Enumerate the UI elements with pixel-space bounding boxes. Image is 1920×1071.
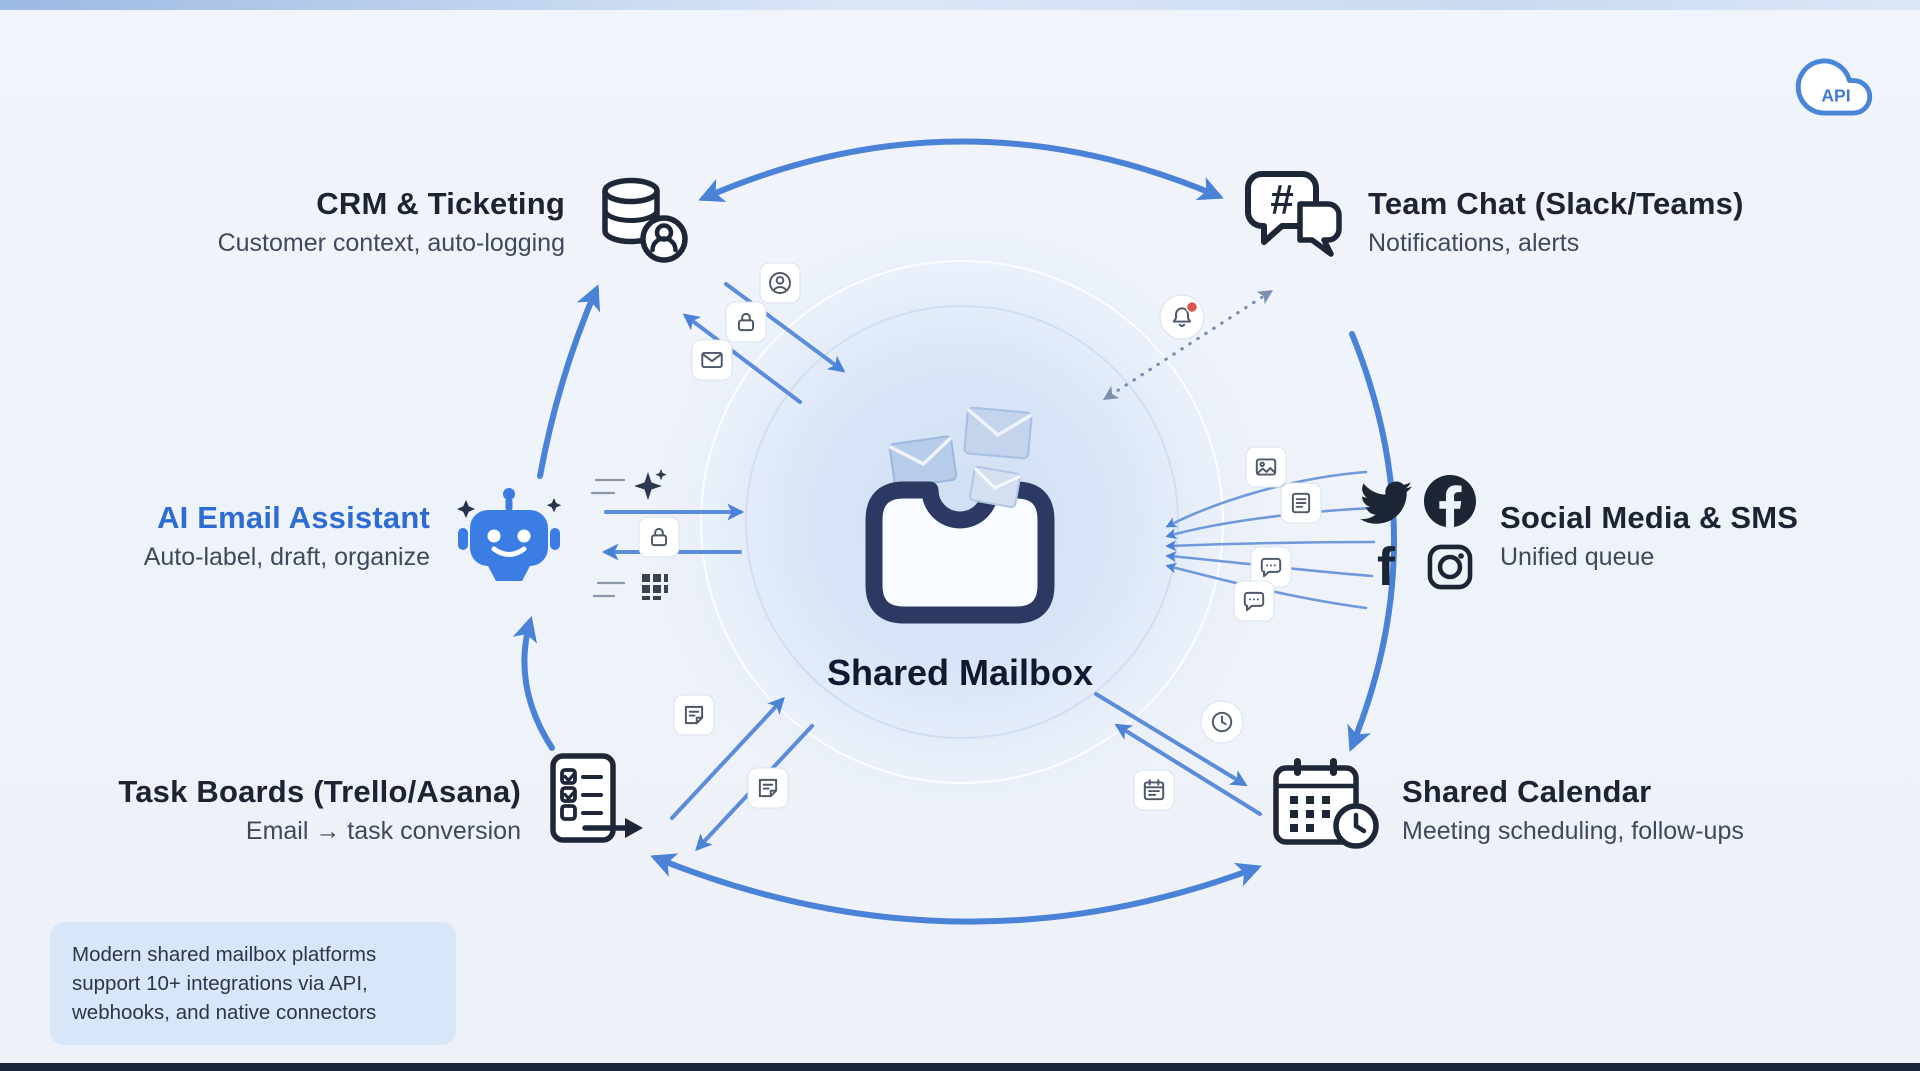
node-calendar: Shared Calendar Meeting scheduling, foll… xyxy=(1402,774,1744,846)
arc-left-upper xyxy=(537,284,601,479)
list-chip-icon xyxy=(1280,482,1322,524)
ai-assistant-subtitle: Auto-label, draft, organize xyxy=(143,543,430,571)
cloud-icon: API xyxy=(1795,58,1873,116)
calendar-title: Shared Calendar xyxy=(1402,774,1652,809)
task-boards-subtitle: Email → task conversion xyxy=(245,817,521,845)
footnote-line-1: Modern shared mailbox platforms xyxy=(72,943,377,966)
ai-assistant-title: AI Email Assistant xyxy=(157,500,430,535)
team-chat-icon: # xyxy=(1238,168,1350,277)
hash-glyph: # xyxy=(1270,176,1293,223)
crm-subtitle: Customer context, auto-logging xyxy=(217,229,565,257)
crm-title: CRM & Ticketing xyxy=(316,186,565,221)
footnote-line-3: webhooks, and native connectors xyxy=(72,1001,377,1025)
facebook-f-icon: f xyxy=(1377,537,1395,597)
center-node-label: Shared Mailbox xyxy=(826,652,1094,693)
calendar-subtitle: Meeting scheduling, follow-ups xyxy=(1402,817,1744,845)
arc-left-lower xyxy=(512,615,555,751)
footnote: Modern shared mailbox platforms support … xyxy=(50,922,456,1046)
social-title: Social Media & SMS xyxy=(1500,500,1799,535)
api-cloud-badge: API xyxy=(1780,48,1888,126)
facebook-circle-icon xyxy=(1424,475,1476,527)
twitter-icon xyxy=(1360,481,1412,524)
footnote-line-2: support 10+ integrations via API, xyxy=(72,972,368,996)
calendar-chip-icon xyxy=(1133,769,1175,811)
team-chat-title: Team Chat (Slack/Teams) xyxy=(1368,186,1744,221)
social-icons-grid: f xyxy=(1356,470,1480,598)
bottom-accent-strip xyxy=(0,1063,1920,1071)
team-chat-subtitle: Notifications, alerts xyxy=(1368,229,1580,257)
node-task-boards: Task Boards (Trello/Asana) Email → task … xyxy=(118,774,521,846)
speed-lines xyxy=(590,478,626,598)
arc-top xyxy=(698,138,1224,202)
instagram-icon xyxy=(1427,544,1473,590)
arc-bottom xyxy=(650,853,1262,925)
node-crm: CRM & Ticketing Customer context, auto-l… xyxy=(218,186,565,258)
database-icon xyxy=(592,172,692,282)
node-team-chat: Team Chat (Slack/Teams) Notifications, a… xyxy=(1368,186,1744,258)
node-social: Social Media & SMS Unified queue xyxy=(1500,500,1798,572)
top-accent-strip xyxy=(0,0,1920,10)
social-subtitle: Unified queue xyxy=(1500,543,1655,571)
api-badge-label: API xyxy=(1821,85,1850,105)
clock-chip-icon xyxy=(1200,700,1244,744)
inbox-icon xyxy=(840,400,1080,640)
checklist-icon xyxy=(535,752,647,857)
node-ai-assistant: AI Email Assistant Auto-label, draft, or… xyxy=(144,500,430,572)
task-boards-title: Task Boards (Trello/Asana) xyxy=(118,774,521,809)
robot-icon xyxy=(450,478,568,605)
sparkle-decoration xyxy=(457,498,562,518)
calendar-icon xyxy=(1268,752,1386,857)
